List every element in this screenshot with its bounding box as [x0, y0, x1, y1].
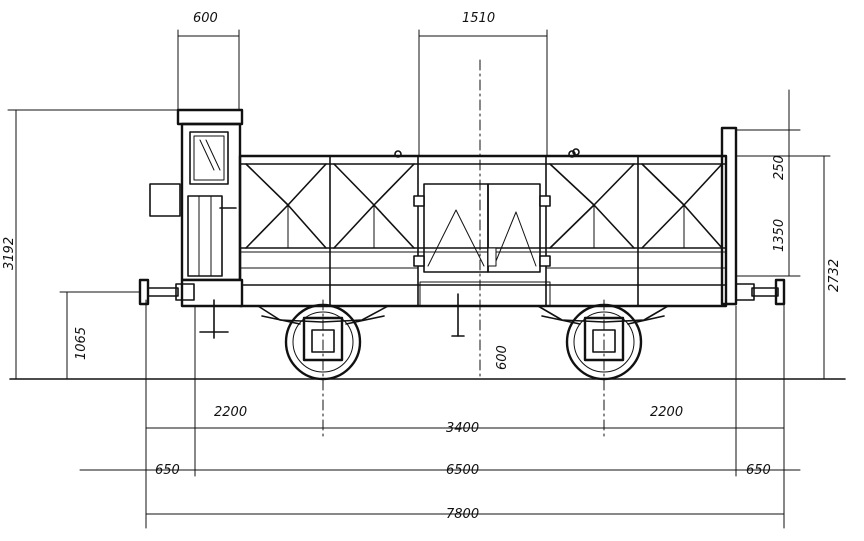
dimension-lines [7, 29, 831, 529]
bracing-panels [245, 163, 723, 249]
dim-wheelbase-2200-right: 2200 [650, 405, 683, 420]
center-doors [413, 183, 551, 337]
end-post-right [720, 126, 738, 306]
buffer-right [735, 278, 786, 306]
centerlines [322, 59, 605, 439]
dim-right-1350: 1350 [772, 219, 787, 252]
dim-frame-6500: 6500 [446, 463, 479, 478]
dim-frame-650-left: 650 [155, 463, 180, 478]
dimension-labels: 600 1510 3192 1065 2732 250 1350 600 220… [2, 11, 842, 522]
dim-right-250: 250 [772, 155, 787, 180]
dim-overall-7800: 7800 [446, 507, 479, 522]
dim-right-2732: 2732 [827, 259, 842, 292]
wheelset-right [537, 303, 669, 381]
dim-center-600: 600 [495, 345, 510, 370]
dim-frame-650-right: 650 [746, 463, 771, 478]
brake-cabin [149, 108, 244, 339]
dim-wheelbase-3400: 3400 [446, 421, 479, 436]
dim-left-1065: 1065 [74, 327, 89, 360]
dim-top-600: 600 [193, 11, 218, 26]
wagon-body [238, 148, 728, 337]
dim-wheelbase-2200-left: 2200 [214, 405, 247, 420]
dim-left-3192: 3192 [2, 237, 17, 270]
dim-top-1510: 1510 [462, 11, 495, 26]
